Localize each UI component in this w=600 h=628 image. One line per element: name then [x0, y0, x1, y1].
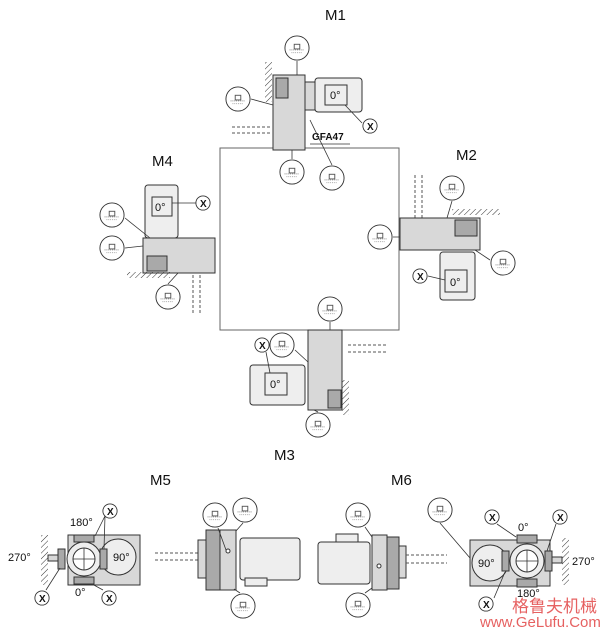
shaft-outline — [192, 275, 201, 315]
shaft-outline — [155, 552, 200, 561]
terminal-box — [324, 84, 348, 106]
oil-level-icon — [319, 165, 345, 191]
x-marker-label: X — [39, 594, 46, 605]
x-marker-label: X — [200, 199, 207, 210]
model-label: GFA47 — [312, 132, 344, 143]
gearbox-fins — [386, 536, 400, 590]
motor — [239, 537, 301, 581]
watermark: 格鲁夫机械 www.GeLufu.Com — [479, 597, 600, 628]
oil-level-icon — [490, 250, 516, 276]
x-marker-label: X — [259, 341, 266, 352]
angle-270: 270° — [572, 556, 595, 568]
position-m5: M5 180° 270° 0° 90° X X X — [8, 472, 301, 619]
position-m6: M6 0° 270° 180° 90° X X X — [317, 472, 595, 618]
m4-label: M4 — [152, 153, 173, 170]
watermark-chinese: 格鲁夫机械 — [512, 597, 597, 617]
oil-level-icon — [99, 202, 125, 228]
wall-hatch — [562, 538, 569, 585]
shaft-outline — [406, 554, 447, 564]
oil-level-icon — [99, 235, 125, 261]
angle-270: 270° — [8, 552, 31, 564]
x-marker-label: X — [367, 122, 374, 133]
oil-level-icon — [230, 593, 256, 619]
m5-label: M5 — [150, 472, 171, 489]
shaft-outline — [232, 126, 272, 134]
terminal-box — [151, 196, 173, 217]
angle-label: 0° — [450, 277, 461, 289]
oil-level-icon — [345, 502, 371, 528]
oil-level-icon — [317, 296, 343, 322]
shaft-outline — [348, 344, 388, 353]
angle-0: 0° — [75, 587, 86, 599]
foot — [327, 389, 342, 409]
foot — [275, 77, 289, 99]
terminal-box — [264, 372, 288, 396]
wall-hatch — [41, 535, 48, 585]
shaft-outline — [414, 175, 423, 218]
oil-level-icon — [155, 284, 181, 310]
m1-label: M1 — [325, 7, 346, 24]
oil-level-icon — [345, 592, 371, 618]
m2-label: M2 — [456, 147, 477, 164]
oil-level-icon — [202, 502, 228, 528]
angle-0: 0° — [518, 522, 529, 534]
position-m4: M4 0° X — [99, 153, 216, 315]
x-marker-label: X — [107, 507, 114, 518]
motor — [317, 541, 371, 585]
m6-label: M6 — [391, 472, 412, 489]
angle-label: 0° — [330, 90, 341, 102]
angle-label: 0° — [155, 202, 166, 214]
floor-hatch — [127, 272, 170, 278]
angle-180: 180° — [517, 588, 540, 600]
foot — [454, 219, 478, 237]
wall-hatch — [342, 380, 349, 415]
watermark-url: www.GeLufu.Com — [479, 614, 600, 628]
oil-level-icon — [232, 497, 258, 523]
foot — [146, 255, 168, 272]
x-marker-label: X — [417, 272, 424, 283]
oil-level-icon — [225, 86, 251, 112]
x-marker-label: X — [106, 594, 113, 605]
angle-180: 180° — [70, 517, 93, 529]
angle-90: 90° — [113, 552, 130, 564]
oil-level-icon — [305, 412, 331, 438]
gearbox-fins — [205, 529, 221, 591]
ceiling-hatch — [452, 209, 500, 215]
wall-hatch — [265, 62, 272, 102]
oil-level-icon — [367, 224, 393, 250]
position-m3: M3 0° X — [249, 296, 388, 464]
gearbox-side — [371, 534, 388, 591]
oil-level-icon — [279, 159, 305, 185]
terminal-box — [444, 269, 468, 293]
oil-level-icon — [269, 332, 295, 358]
gearbox — [272, 74, 306, 151]
position-m2: M2 0° X — [367, 147, 516, 301]
x-marker-label: X — [557, 513, 564, 524]
angle-90: 90° — [478, 558, 495, 570]
oil-level-icon — [427, 497, 453, 523]
oil-level-icon — [284, 35, 310, 61]
angle-label: 0° — [270, 379, 281, 391]
x-marker-label: X — [483, 600, 490, 611]
x-marker-label: X — [489, 513, 496, 524]
m3-label: M3 — [274, 447, 295, 464]
position-m1: M1 0° X GFA47 — [225, 7, 378, 191]
oil-level-icon — [439, 175, 465, 201]
